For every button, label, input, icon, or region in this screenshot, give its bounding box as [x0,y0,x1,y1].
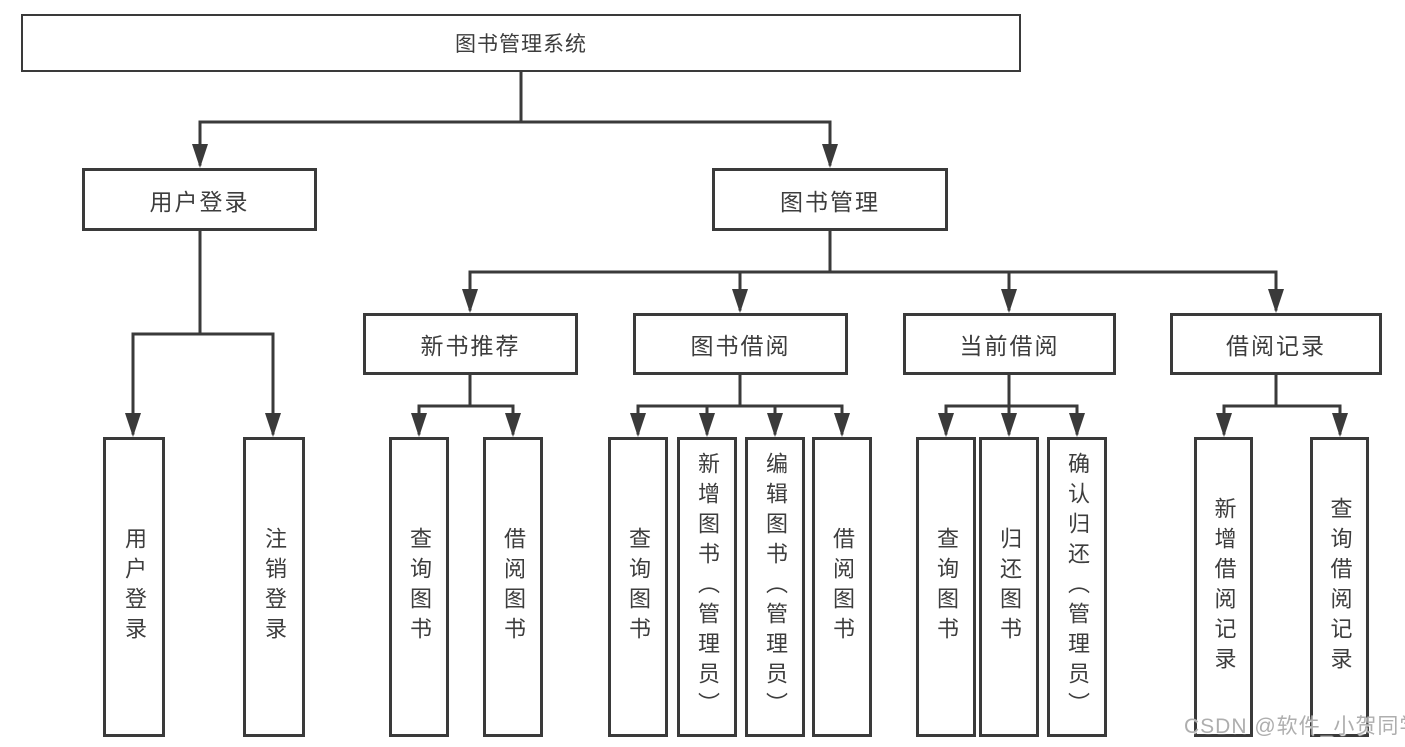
leaf-borrow-borrow: 借阅图书 [812,437,872,737]
leaf-current-return: 归还图书 [979,437,1039,737]
leaf-borrow-edit-admin: 编辑图书（管理员） [745,437,805,737]
leaf-current-confirm-admin: 确认归还（管理员） [1047,437,1107,737]
node-current-borrow: 当前借阅 [903,313,1116,375]
leaf-newbook-query: 查询图书 [389,437,449,737]
node-root: 图书管理系统 [21,14,1021,72]
leaf-borrow-query: 查询图书 [608,437,668,737]
leaf-newbook-borrow: 借阅图书 [483,437,543,737]
node-borrow-record: 借阅记录 [1170,313,1382,375]
arrowhead-icons [125,144,1348,437]
node-book-borrow: 图书借阅 [633,313,848,375]
leaf-logout: 注销登录 [243,437,305,737]
node-book-mgmt: 图书管理 [712,168,948,231]
node-user-login: 用户登录 [82,168,317,231]
leaf-record-query: 查询借阅记录 [1310,437,1369,737]
leaf-current-query: 查询图书 [916,437,976,737]
leaf-user-login: 用户登录 [103,437,165,737]
leaf-borrow-add-admin: 新增图书（管理员） [677,437,737,737]
leaf-record-add: 新增借阅记录 [1194,437,1253,737]
watermark-text: CSDN @软件_小贺同学 [1184,715,1405,738]
node-new-book: 新书推荐 [363,313,578,375]
